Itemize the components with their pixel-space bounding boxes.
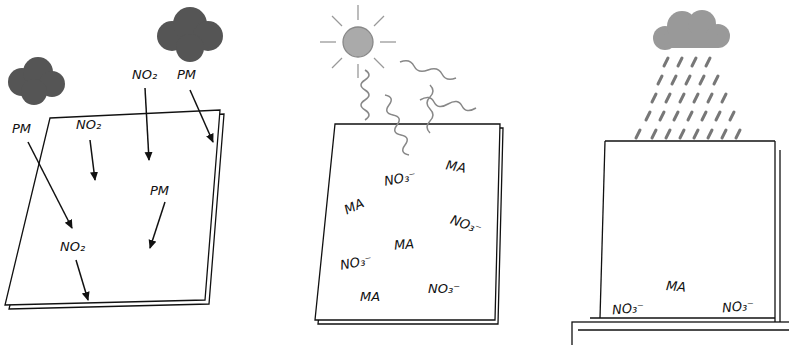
- species-label: PM: [12, 122, 31, 135]
- paper-sheet: [5, 110, 220, 305]
- sun: [320, 5, 396, 78]
- dark-cloud: [8, 57, 65, 105]
- species-label: MA: [665, 279, 686, 294]
- rain-drops: [636, 58, 740, 138]
- species-label: NO₂: [76, 118, 101, 131]
- species-label: NO₃⁻: [428, 282, 460, 295]
- species-label: MA: [445, 158, 467, 174]
- rain-cloud: [653, 10, 730, 50]
- species-label: NO₃⁻: [611, 301, 644, 317]
- species-label: NO₃⁻: [721, 299, 754, 315]
- species-label: NO₂: [60, 240, 85, 253]
- uv-radiation: [361, 61, 476, 155]
- species-label: PM: [177, 68, 196, 81]
- species-label: PM: [150, 184, 169, 197]
- paper-sheet: [315, 124, 500, 320]
- species-label: NO₂: [132, 68, 157, 81]
- species-label: MA: [360, 290, 380, 303]
- deposition-arrows: [28, 88, 213, 300]
- paper-sheet: [572, 141, 789, 345]
- species-label: MA: [393, 237, 414, 252]
- dark-cloud: [157, 7, 223, 62]
